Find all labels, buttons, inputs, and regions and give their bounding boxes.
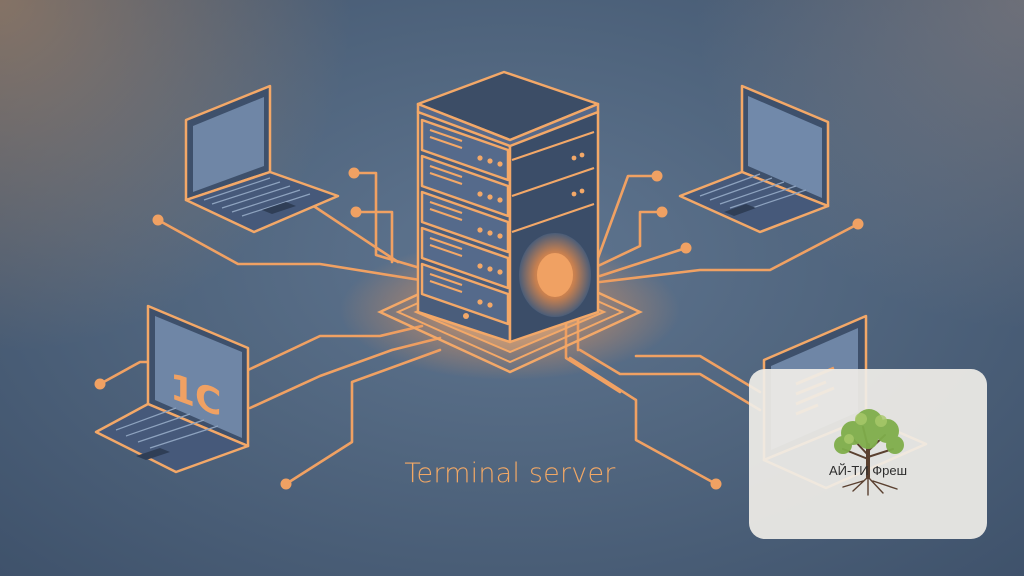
connection-line <box>634 354 762 394</box>
watermark-card: АЙ-ТИ Фреш <box>749 369 987 539</box>
connection-node <box>348 167 360 179</box>
connection-node <box>852 218 864 230</box>
laptop-top-right-icon <box>678 84 830 234</box>
connection-line <box>284 348 442 486</box>
connection-line <box>568 356 718 486</box>
connection-node <box>350 206 362 218</box>
connection-node <box>680 242 692 254</box>
connection-line <box>596 210 664 268</box>
connection-node <box>710 478 722 490</box>
connection-line <box>298 195 400 264</box>
tree-logo-icon <box>834 409 904 496</box>
connection-line <box>354 210 394 264</box>
connection-line <box>596 174 659 260</box>
connection-node <box>152 214 164 226</box>
laptop-top-left-icon <box>184 84 340 234</box>
watermark-text: АЙ-ТИ Фреш <box>828 463 907 478</box>
connection-node <box>94 378 106 390</box>
laptop-bottom-left-icon <box>94 304 250 474</box>
connection-node <box>651 170 663 182</box>
connection-node <box>280 478 292 490</box>
connection-node <box>656 206 668 218</box>
diagram-caption: Terminal server <box>404 458 616 489</box>
server-tower-icon <box>416 70 600 344</box>
